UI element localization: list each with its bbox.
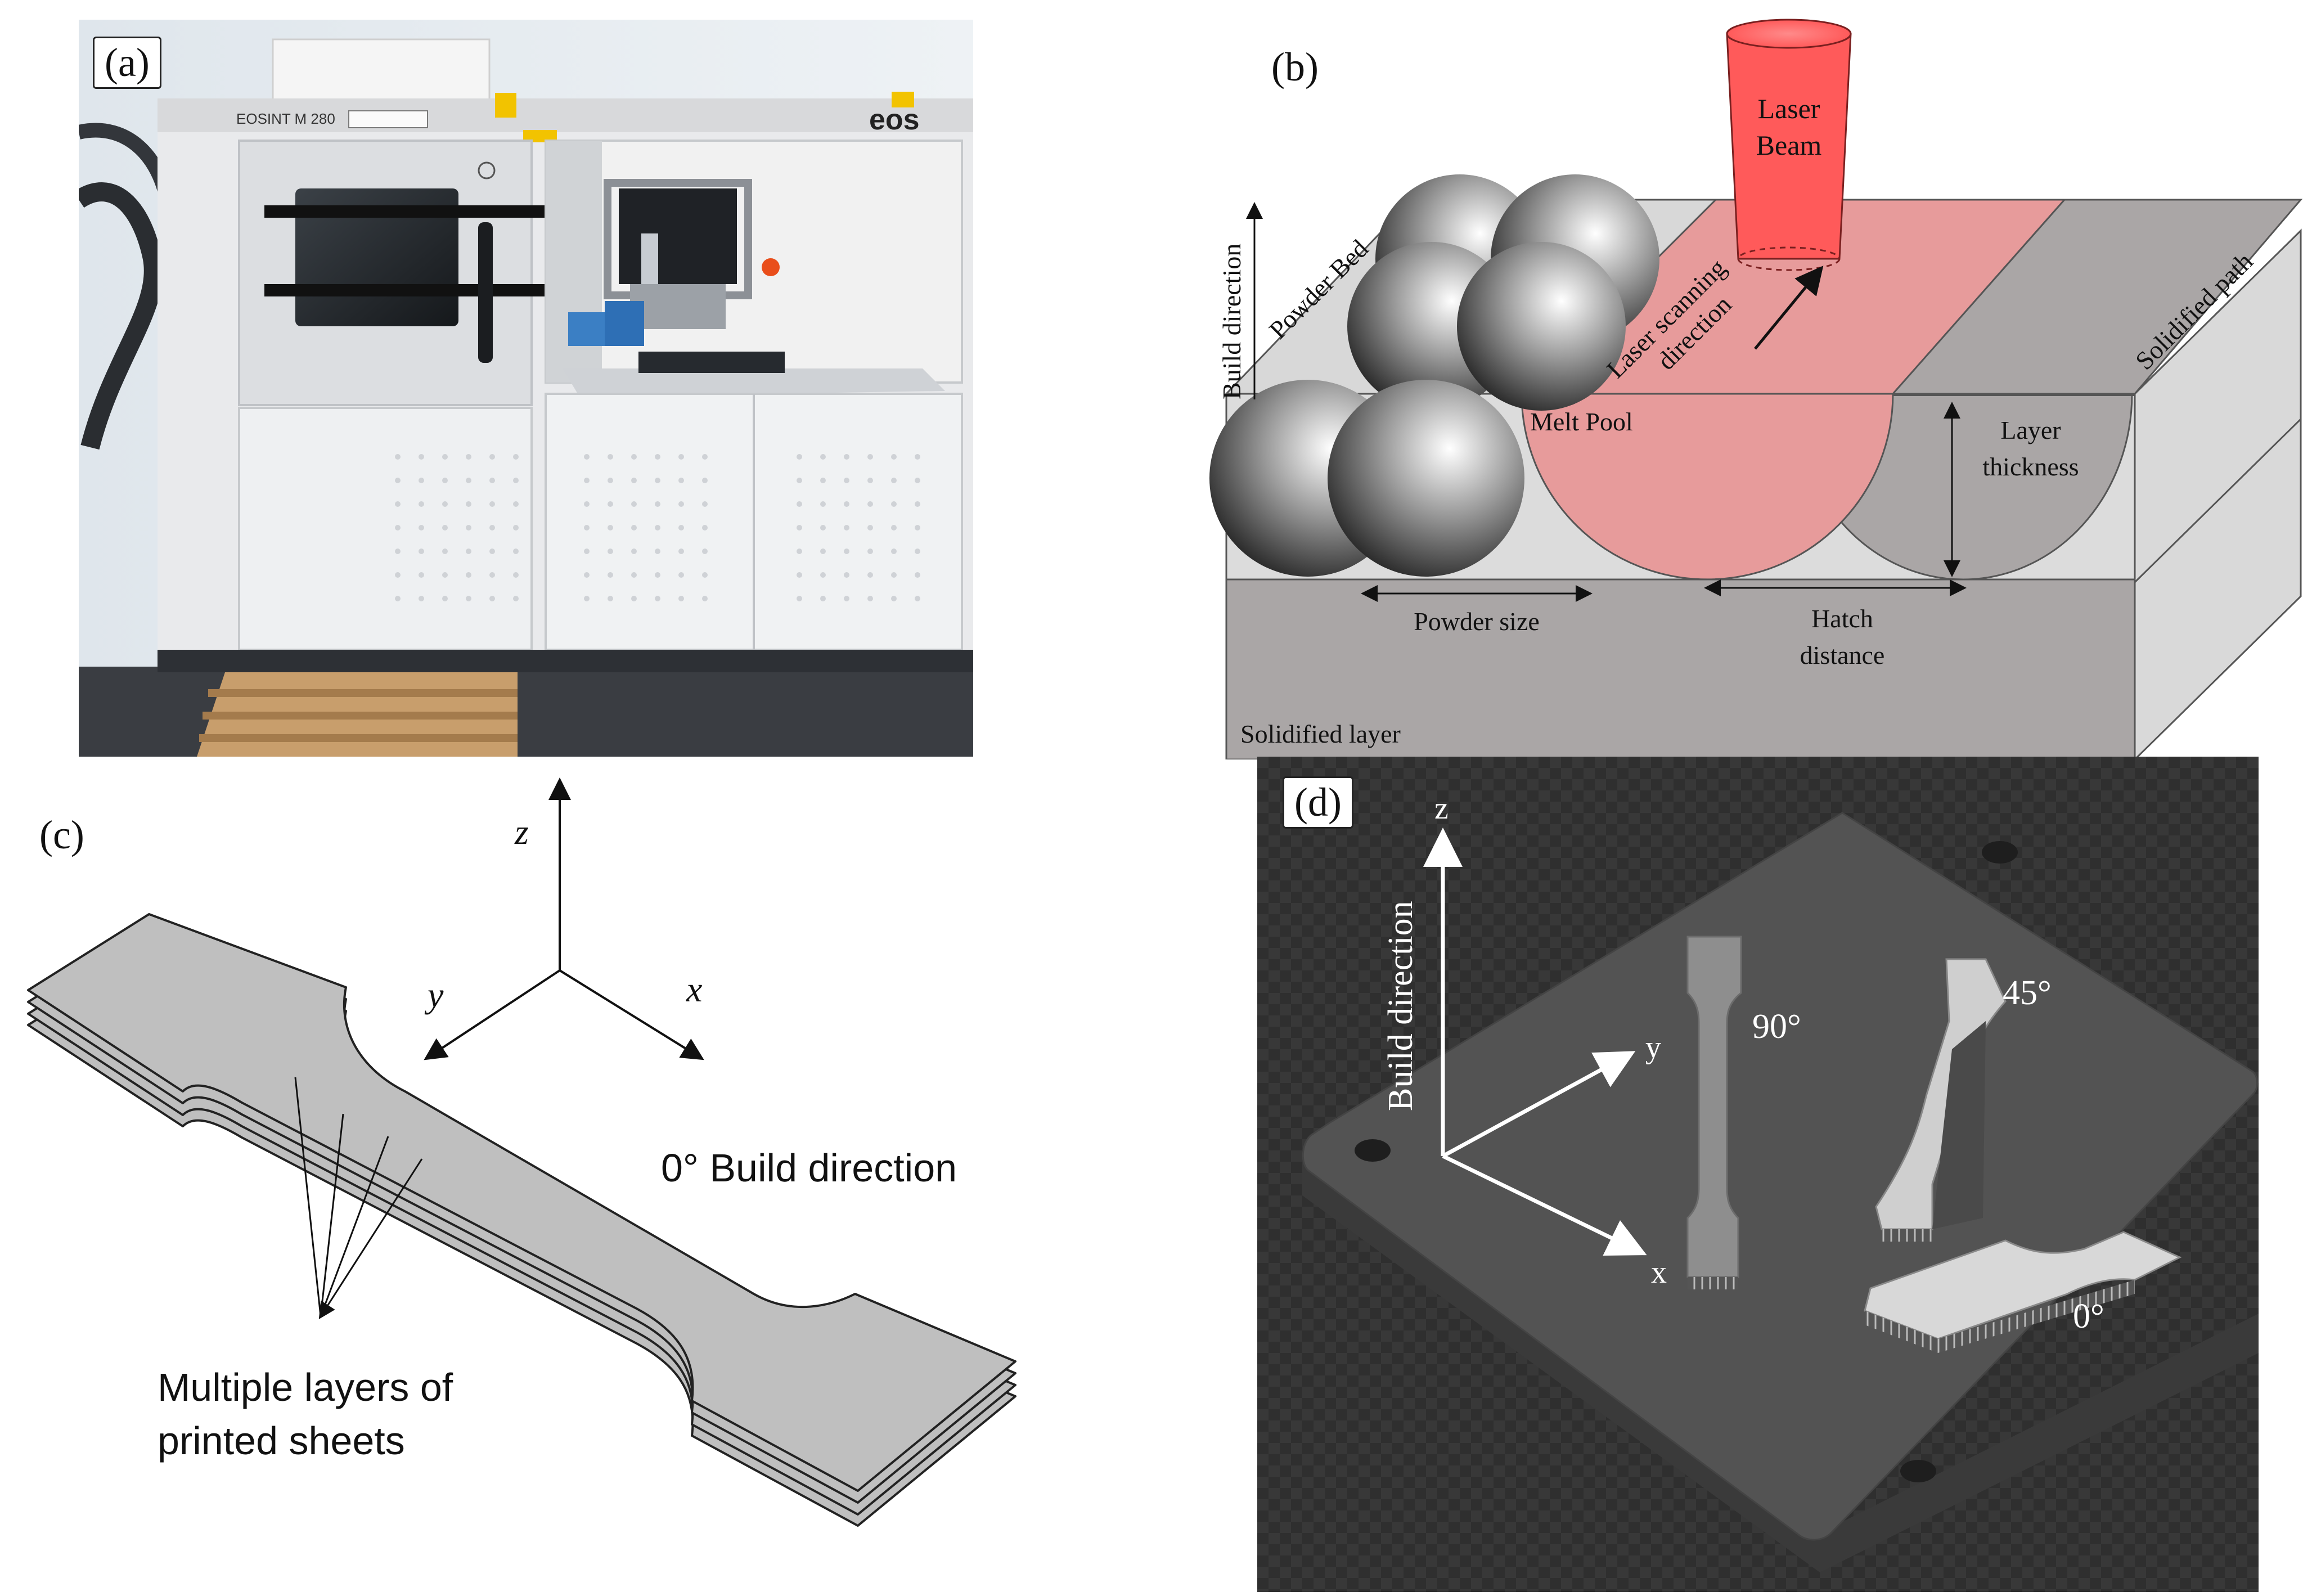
axis-x-label: x [686,969,702,1009]
panel-b-label: (b) [1271,44,1319,89]
machine-photo: EOSINT M 280 eos [79,20,973,757]
solidified-layer [1225,578,2136,759]
eos-logo: eos [869,104,920,136]
multiple-layers-label-2: printed sheets [158,1419,405,1463]
panel-b: Laser Beam Build direction Powder Bed La… [1209,11,2312,759]
axis-y-label: y [1645,1030,1661,1065]
specimen-90 [1686,936,1742,1289]
melt-pool-label: Melt Pool [1530,407,1633,436]
solidified-layer-label: Solidified layer [1240,720,1401,748]
panel-c: z y x 0° Build direction Multiple layers… [0,765,1125,1596]
build-plate [1302,812,2258,1541]
scanning-direction-arrow [1754,266,1824,350]
axis-y-arrow [1442,1051,1636,1158]
axis-y-label: y [424,975,444,1015]
axis-x-label: x [1651,1255,1667,1290]
laser-beam-label: Laser [1757,93,1820,124]
axis-z-label: z [514,812,529,852]
axis-x-arrow [559,969,704,1060]
powder-particle [1457,242,1626,411]
axis-y-arrow [424,969,561,1060]
build-plate-render: z y x Build direction 90° 45° 0° [1257,757,2259,1592]
angle-90-label: 90° [1752,1008,1801,1046]
axis-z-label: z [1434,791,1449,826]
dogbone-diagram: z y x 0° Build direction Multiple layers… [27,777,1016,1527]
specimen-45 [1875,958,2007,1242]
panel-a: EOSINT M 280 eos [79,20,973,757]
angle-0-label: 0° [2073,1297,2104,1336]
hatch-distance-label: Hatch [1811,604,1873,633]
multiple-layers-label: Multiple layers of [158,1365,453,1409]
machine-model-label: EOSINT M 280 [236,110,335,127]
layer-thickness-label-2: thickness [1982,452,2079,481]
powder-particle [1328,380,1524,577]
specimen-0 [1864,1231,2182,1353]
hatch-distance-label-2: distance [1800,641,1885,669]
panel-a-label: (a) [93,37,161,89]
powder-size-label: Powder size [1414,607,1540,636]
melt-pool [1521,393,1894,581]
dogbone-top-layer [27,913,1016,1492]
build-direction-0-label: 0° Build direction [661,1146,957,1190]
panel-c-label: (c) [39,812,84,857]
build-direction-label: Build direction [1217,244,1246,399]
laser-beam-label-2: Beam [1756,129,1822,161]
axis-x-arrow [1442,1154,1647,1256]
lpbf-schematic: Laser Beam Build direction Powder Bed La… [1209,19,2303,759]
layer-thickness-label: Layer [2000,416,2061,444]
angle-45-label: 45° [2003,974,2052,1012]
panel-d: z y x Build direction 90° 45° 0° (d) [1257,757,2259,1592]
panel-d-label: (d) [1283,776,1353,829]
build-direction-label: Build direction [1382,901,1420,1111]
